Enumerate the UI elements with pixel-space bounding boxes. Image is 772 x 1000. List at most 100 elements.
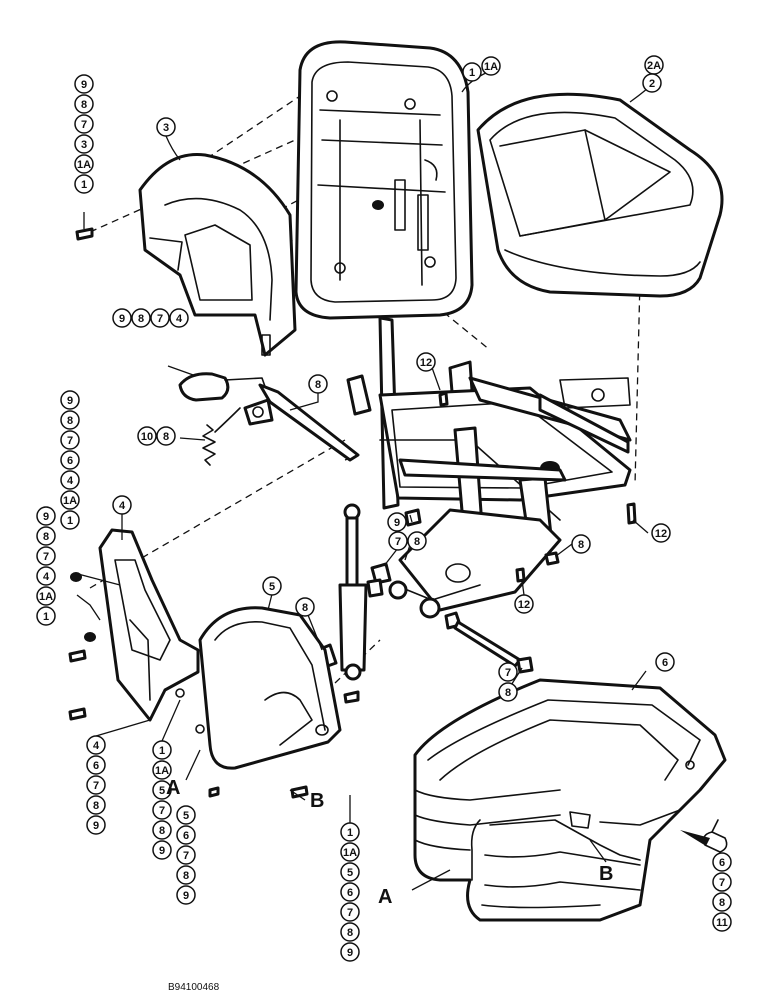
callout-back-cover-0: 3 — [156, 117, 176, 137]
svg-text:5: 5 — [347, 867, 353, 879]
callout-spring-1: 8 — [156, 426, 176, 446]
callout-shock-8-0: 8 — [295, 597, 315, 617]
svg-text:8: 8 — [43, 531, 49, 543]
svg-text:10: 10 — [141, 431, 153, 443]
callout-back-cushion-0: 1 — [462, 62, 482, 82]
callout-shock-top-1: 8 — [407, 531, 427, 551]
seat-boot-bellows — [413, 678, 727, 922]
svg-text:4: 4 — [119, 500, 126, 512]
svg-text:9: 9 — [183, 890, 189, 902]
svg-text:4: 4 — [176, 313, 183, 325]
svg-text:8: 8 — [93, 800, 99, 812]
callout-left-stack-mid-5: 1A — [60, 490, 80, 510]
svg-text:8: 8 — [302, 602, 308, 614]
side-cover-left — [98, 528, 200, 722]
seat-bottom-cushion — [476, 92, 724, 298]
section-letter-b-side: B — [310, 790, 324, 812]
callout-group-5-2: 7 — [176, 845, 196, 865]
callout-right-stack-3: 6 — [340, 882, 360, 902]
svg-text:7: 7 — [81, 119, 87, 131]
svg-text:9: 9 — [43, 511, 49, 523]
callout-group-5-4: 9 — [176, 885, 196, 905]
callout-left-stack-mid-2: 7 — [60, 430, 80, 450]
svg-text:12: 12 — [655, 528, 667, 540]
svg-text:1: 1 — [43, 611, 49, 623]
svg-text:8: 8 — [347, 927, 353, 939]
svg-text:11: 11 — [716, 917, 728, 929]
callout-left-stack-top-2: 7 — [74, 114, 94, 134]
figure-code: B94100468 — [168, 982, 220, 993]
callout-screw-group-mid-4: 8 — [152, 820, 172, 840]
svg-text:7: 7 — [183, 850, 189, 862]
svg-text:6: 6 — [347, 887, 353, 899]
svg-text:8: 8 — [138, 313, 144, 325]
svg-text:2: 2 — [649, 78, 655, 90]
svg-text:7: 7 — [505, 667, 511, 679]
side-cover-right — [198, 606, 342, 770]
svg-text:4: 4 — [43, 571, 50, 583]
callout-lever-stack-2: 7 — [150, 308, 170, 328]
svg-text:8: 8 — [163, 431, 169, 443]
svg-text:1: 1 — [67, 515, 73, 527]
lower-base-plate — [388, 508, 562, 619]
svg-text:5: 5 — [269, 581, 275, 593]
callout-left-stack-side-1: 8 — [36, 526, 56, 546]
callout-lever-stack-1: 8 — [131, 308, 151, 328]
svg-text:1: 1 — [469, 67, 475, 79]
callout-bolt-12-mid-0: 12 — [514, 594, 534, 614]
callout-left-stack-mid-4: 4 — [60, 470, 80, 490]
callout-side-cover-bottom-3: 8 — [86, 795, 106, 815]
svg-text:12: 12 — [420, 357, 432, 369]
callout-boot-0: 6 — [655, 652, 675, 672]
callout-lever-stack-3: 4 — [169, 308, 189, 328]
svg-text:7: 7 — [347, 907, 353, 919]
callout-right-stack-2: 5 — [340, 862, 360, 882]
svg-text:8: 8 — [414, 536, 420, 548]
seat-back-cushion — [294, 40, 474, 320]
svg-text:8: 8 — [183, 870, 189, 882]
svg-text:7: 7 — [719, 877, 725, 889]
boot-clamp — [702, 819, 728, 853]
callout-seat-cushion-0: 2A — [644, 55, 664, 75]
callout-boot-clamp-0: 6 — [712, 852, 732, 872]
svg-text:1A: 1A — [77, 159, 91, 171]
callout-side-cover-bottom-2: 7 — [86, 775, 106, 795]
callout-screw-group-mid-3: 7 — [152, 800, 172, 820]
svg-text:5: 5 — [183, 810, 189, 822]
callout-left-stack-side-5: 1 — [36, 606, 56, 626]
callout-left-stack-mid-6: 1 — [60, 510, 80, 530]
svg-text:9: 9 — [67, 395, 73, 407]
section-letter-a-boot: A — [378, 886, 392, 908]
callout-right-stack-6: 9 — [340, 942, 360, 962]
section-letter-a-side: A — [166, 777, 180, 799]
callout-side-cover-bottom-0: 4 — [86, 735, 106, 755]
callout-right-stack-1: 1A — [340, 842, 360, 862]
callout-left-stack-top-4: 1A — [74, 154, 94, 174]
svg-text:4: 4 — [93, 740, 100, 752]
svg-text:7: 7 — [157, 313, 163, 325]
svg-text:1A: 1A — [155, 765, 169, 777]
callout-side-cover-bottom-1: 6 — [86, 755, 106, 775]
callout-right-stack-5: 8 — [340, 922, 360, 942]
svg-text:3: 3 — [81, 139, 87, 151]
callout-shock-top-0: 7 — [388, 531, 408, 551]
svg-text:2A: 2A — [647, 60, 661, 72]
callout-back-cushion-1: 1A — [481, 56, 501, 76]
section-letter-b-boot: B — [599, 863, 613, 885]
callout-washer-78-1: 8 — [498, 682, 518, 702]
svg-text:1A: 1A — [63, 495, 77, 507]
svg-text:1: 1 — [347, 827, 353, 839]
svg-text:3: 3 — [163, 122, 169, 134]
callout-screw-group-mid-0: 1 — [152, 740, 172, 760]
callout-screw-group-mid-1: 1A — [152, 760, 172, 780]
svg-text:6: 6 — [719, 857, 725, 869]
svg-text:5: 5 — [159, 785, 165, 797]
seat-back-cover — [138, 152, 297, 357]
callout-bolt-12-top-0: 12 — [416, 352, 436, 372]
callout-left-stack-top-5: 1 — [74, 174, 94, 194]
svg-text:7: 7 — [67, 435, 73, 447]
callout-left-stack-top-1: 8 — [74, 94, 94, 114]
